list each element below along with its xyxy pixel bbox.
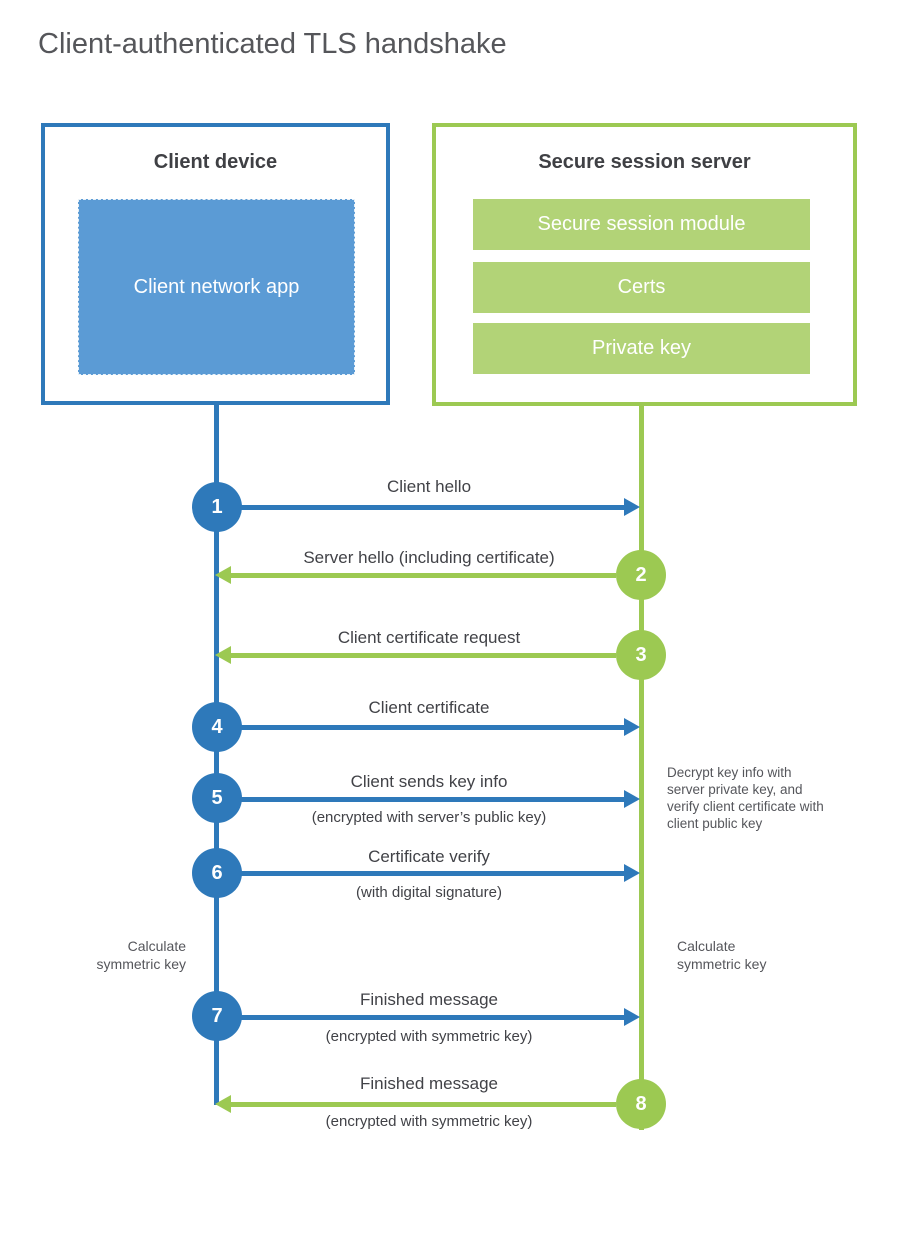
step-5-sublabel: (encrypted with server’s public key) <box>311 809 547 826</box>
client-device-title: Client device <box>153 151 278 173</box>
secure-session-server-title: Secure session server <box>538 151 751 173</box>
client-network-app-label: Client network app <box>133 275 300 298</box>
step-7-label: Finished message <box>360 990 498 1009</box>
step-1-marker: 1 <box>192 482 242 532</box>
step-7-sublabel: (encrypted with symmetric key) <box>325 1028 533 1045</box>
step-4-arrow-line <box>240 725 624 730</box>
step-2-number: 2 <box>635 563 647 586</box>
step-8-label: Finished message <box>360 1074 498 1093</box>
step-4-marker: 4 <box>192 702 242 752</box>
step-1-label: Client hello <box>386 477 472 496</box>
step-8-number: 8 <box>635 1092 647 1115</box>
server-module-private-key: Private key <box>473 323 810 374</box>
step-5-marker: 5 <box>192 773 242 823</box>
step-3-arrowhead-icon <box>215 646 231 664</box>
decrypt-key-note: Decrypt key info with server private key… <box>667 765 824 831</box>
step-2-arrow-line <box>231 573 616 578</box>
step-5-number: 5 <box>211 786 223 809</box>
step-7-number: 7 <box>211 1004 223 1027</box>
step-3-number: 3 <box>635 643 647 666</box>
step-3-label: Client certificate request <box>337 628 521 647</box>
step-7-arrowhead-icon <box>624 1008 640 1026</box>
step-2-arrowhead-icon <box>215 566 231 584</box>
server-module-certs: Certs <box>473 262 810 313</box>
step-1-arrowhead-icon <box>624 498 640 516</box>
calculate-symmetric-key-server-note: Calculate symmetric key <box>677 938 767 972</box>
server-lifeline <box>639 406 644 1130</box>
step-6-sublabel: (with digital signature) <box>356 884 502 901</box>
step-6-label: Certificate verify <box>368 847 490 866</box>
step-8-arrowhead-icon <box>215 1095 231 1113</box>
step-7-marker: 7 <box>192 991 242 1041</box>
step-2-marker: 2 <box>616 550 666 600</box>
step-7-arrow-line <box>240 1015 624 1020</box>
step-3-marker: 3 <box>616 630 666 680</box>
step-4-number: 4 <box>211 715 223 738</box>
step-3-arrow-line <box>231 653 616 658</box>
step-1-number: 1 <box>211 495 223 518</box>
step-6-arrow-line <box>240 871 624 876</box>
server-module-secure-session: Secure session module <box>473 199 810 250</box>
step-5-arrow-line <box>240 797 624 802</box>
calculate-symmetric-key-client-note: Calculate symmetric key <box>96 938 186 972</box>
step-2-label: Server hello (including certificate) <box>303 548 555 567</box>
step-6-marker: 6 <box>192 848 242 898</box>
diagram-title: Client-authenticated TLS handshake <box>38 28 507 60</box>
client-lifeline <box>214 405 219 1105</box>
step-4-label: Client certificate <box>368 698 490 717</box>
step-6-arrowhead-icon <box>624 864 640 882</box>
step-6-number: 6 <box>211 861 223 884</box>
step-4-arrowhead-icon <box>624 718 640 736</box>
client-network-app-box: Client network app <box>78 199 355 375</box>
step-8-sublabel: (encrypted with symmetric key) <box>325 1113 533 1130</box>
step-5-arrowhead-icon <box>624 790 640 808</box>
step-8-arrow-line <box>231 1102 616 1107</box>
step-5-label: Client sends key info <box>350 772 508 791</box>
step-1-arrow-line <box>240 505 624 510</box>
step-8-marker: 8 <box>616 1079 666 1129</box>
